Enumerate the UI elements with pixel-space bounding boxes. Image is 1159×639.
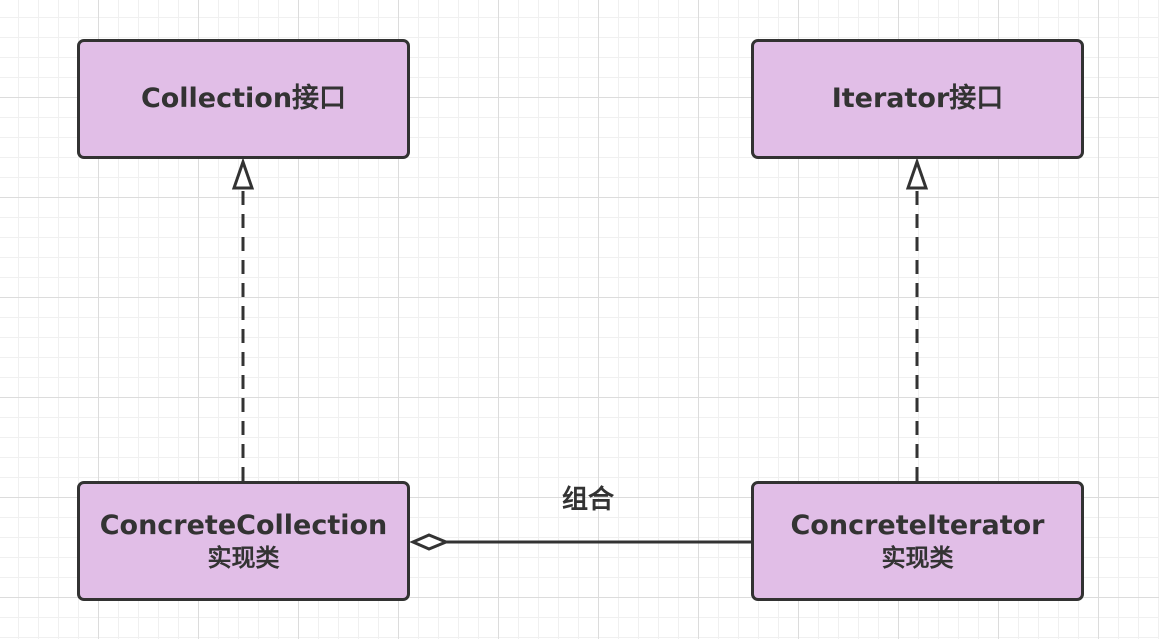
concrete-collection-label: ConcreteCollection [99,510,388,541]
hollow-arrowhead-iterator-icon [905,157,929,190]
concrete-iterator-sublabel: 实现类 [881,544,954,572]
concrete-iterator-label: ConcreteIterator [790,510,1045,541]
iterator-interface-box[interactable]: Iterator接口 [751,39,1084,159]
aggregation-label: 组合 [561,485,614,515]
iterator-interface-label: Iterator接口 [831,83,1004,114]
collection-interface-box[interactable]: Collection接口 [77,39,410,159]
collection-interface-label: Collection接口 [140,83,347,114]
hollow-arrowhead-collection-icon [231,157,255,190]
concrete-iterator-box[interactable]: ConcreteIterator 实现类 [751,481,1084,601]
concrete-collection-sublabel: 实现类 [207,544,280,572]
aggregation-diamond-icon [409,533,450,551]
concrete-collection-box[interactable]: ConcreteCollection 实现类 [77,481,410,601]
